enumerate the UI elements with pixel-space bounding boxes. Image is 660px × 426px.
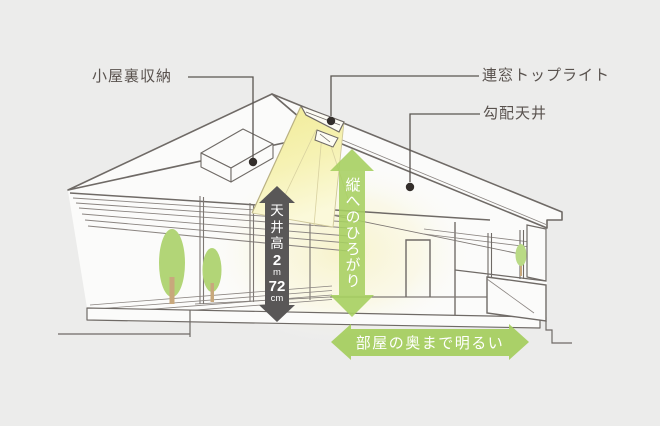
- leader-dot-attic: [248, 157, 258, 167]
- ceiling-height-unit: m: [273, 267, 281, 279]
- label-sloped-ceiling: 勾配天井: [483, 105, 548, 122]
- gable-face: [67, 93, 321, 191]
- arrow-ceiling-height: 天 井 高 2 m 72 cm: [259, 186, 295, 322]
- deck-tree-small: [202, 248, 222, 302]
- leader-dots: [248, 116, 415, 192]
- arrow-down-icon: [259, 305, 295, 322]
- ceiling-height-value: 72: [268, 277, 286, 295]
- balcony-tree: [515, 244, 527, 276]
- arrow-up-icon: [330, 149, 374, 171]
- label-toplight: 連窓トップライト: [482, 67, 611, 84]
- leader-dot-toplight: [326, 116, 336, 126]
- arrow-room-bright-shaft: 部屋の奥まで明るい: [351, 329, 509, 356]
- arrow-left-icon: [331, 324, 351, 360]
- arrow-ceiling-height-shaft: 天 井 高 2 m 72 cm: [265, 203, 289, 305]
- ceiling-height-value: 2: [272, 251, 282, 269]
- roof-band-inner-line: [322, 131, 547, 225]
- vertical-spread-text: 縦へのひろがり: [343, 177, 361, 289]
- leader-lines: [188, 75, 480, 182]
- arrow-vertical-spread: 縦へのひろがり: [330, 149, 374, 317]
- label-attic-storage: 小屋裏収納: [92, 68, 173, 85]
- ceiling-height-char: 天: [270, 203, 284, 219]
- arrow-room-bright: 部屋の奥まで明るい: [331, 324, 529, 361]
- arrow-up-icon: [259, 186, 295, 203]
- arrow-vertical-spread-shaft: 縦へのひろがり: [339, 171, 365, 295]
- ground-left: [58, 310, 191, 337]
- arrow-down-icon: [330, 295, 374, 317]
- arrow-right-icon: [509, 324, 529, 360]
- ceiling-height-char: 高: [270, 236, 284, 252]
- floor-slab: [86, 307, 541, 329]
- ceiling-height-unit: cm: [270, 293, 284, 305]
- leader-dot-ceiling: [405, 182, 415, 192]
- ground-right: [545, 321, 572, 344]
- ceiling-height-char: 井: [270, 219, 284, 235]
- deck-tree-large: [159, 229, 185, 304]
- room-bright-text: 部屋の奥まで明るい: [355, 335, 505, 352]
